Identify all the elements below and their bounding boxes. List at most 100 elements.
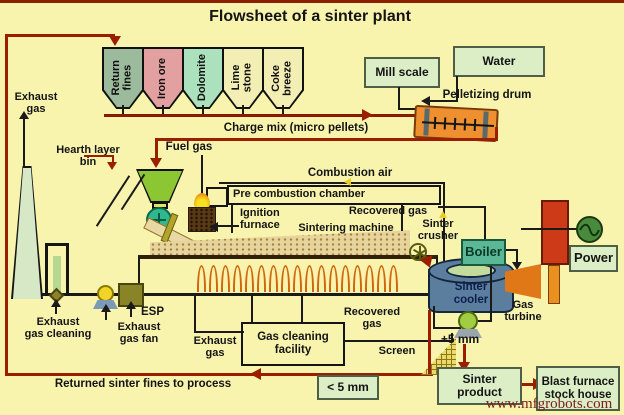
blast-furnace-label: Blast furnace stock house bbox=[541, 375, 615, 401]
pipe-segment bbox=[245, 265, 254, 292]
pipe-segment bbox=[428, 310, 431, 374]
hopper-label: Iron ore bbox=[156, 57, 169, 99]
pipe-segment bbox=[433, 306, 435, 329]
hearth-layer-bin-label: Hearth layer bin bbox=[56, 144, 120, 169]
sinter-cooler-label: Sinter cooler bbox=[453, 281, 489, 306]
hopper-iron-ore: Iron ore bbox=[142, 47, 184, 109]
page-title: Flowsheet of a sinter plant bbox=[209, 8, 411, 25]
returned-fines-label: Returned sinter fines to process bbox=[54, 378, 232, 390]
pipe-segment bbox=[341, 265, 350, 292]
pipe-segment bbox=[155, 141, 158, 159]
recovered-gas-upper-label: Recovered gas bbox=[348, 205, 428, 217]
charge-mix-arrow bbox=[362, 109, 373, 121]
steam-turbine-block bbox=[541, 200, 569, 265]
pipe-segment bbox=[201, 155, 203, 197]
pipe-segment bbox=[197, 265, 206, 292]
pipe-segment bbox=[138, 255, 438, 259]
pipe-segment bbox=[269, 265, 278, 292]
pipe-segment bbox=[430, 100, 458, 102]
exhaust-gas-cleaning-label: Exhaust gas cleaning bbox=[24, 316, 92, 341]
scrubber-upipe bbox=[45, 243, 69, 296]
sinter-product-label: Sinter product bbox=[457, 371, 502, 399]
pipe-segment: Iron ore bbox=[144, 49, 182, 107]
pipe-segment bbox=[438, 206, 486, 208]
pipe-segment bbox=[521, 228, 578, 230]
hearth-bin-arrow bbox=[107, 162, 117, 170]
pipe-segment bbox=[257, 265, 266, 292]
pipe-segment bbox=[104, 114, 416, 117]
hopper-label: Return fines bbox=[110, 60, 134, 96]
sinter-product-box: Sinter product bbox=[437, 367, 522, 405]
exhaust-gas-fan-label: Exhaust gas fan bbox=[117, 321, 161, 346]
pipe-segment bbox=[490, 264, 492, 322]
pipe-segment bbox=[433, 327, 461, 329]
pipe-segment bbox=[495, 127, 498, 141]
pipe-segment bbox=[219, 182, 445, 184]
pipe-segment bbox=[377, 265, 386, 292]
pipe-segment: Coke breeze bbox=[264, 49, 302, 107]
pipe-segment bbox=[398, 87, 400, 110]
hopper-label: Dolomite bbox=[196, 54, 209, 102]
pipe-segment bbox=[242, 105, 244, 116]
pipe-segment bbox=[353, 265, 362, 292]
exhaust-gas-bottom-label: Exhaust gas bbox=[193, 335, 237, 360]
pipe-segment bbox=[329, 265, 338, 292]
gas-turbine-label: Gas turbine bbox=[504, 299, 542, 324]
esp-label: ESP bbox=[141, 306, 165, 318]
fuel-gas-label: Fuel gas bbox=[165, 141, 213, 153]
pipe-segment bbox=[282, 105, 284, 116]
pipe-segment bbox=[301, 295, 303, 322]
pre-combustion-chamber-box bbox=[227, 185, 441, 205]
pipe-segment bbox=[463, 118, 467, 131]
wind-box-flames bbox=[197, 260, 437, 292]
pipe-segment: Return fines bbox=[104, 49, 142, 107]
pipe-segment bbox=[365, 265, 374, 292]
pipe-segment bbox=[451, 333, 453, 342]
pipe-segment bbox=[122, 105, 124, 116]
pipe-segment bbox=[251, 295, 253, 322]
esp-arrow bbox=[126, 301, 136, 309]
boiler-steam-arrow bbox=[512, 262, 522, 270]
flow-marker bbox=[439, 211, 447, 218]
pre-combustion-chamber-label: Pre combustion chamber bbox=[233, 188, 366, 200]
pipe-segment bbox=[484, 206, 486, 241]
generator-sine-icon bbox=[579, 223, 600, 237]
water-label: Water bbox=[482, 53, 516, 68]
recovered-gas-lower-label: Recovered gas bbox=[343, 306, 401, 331]
cleaning-arrow bbox=[51, 299, 61, 307]
fan-arrow bbox=[101, 304, 111, 312]
charge-mix-label: Charge mix (micro pellets) bbox=[223, 122, 369, 134]
gas-cleaning-facility-box: Gas cleaning facility bbox=[241, 322, 345, 366]
hopper-label: Lime stone bbox=[230, 63, 254, 93]
power-label: Power bbox=[573, 250, 613, 266]
cooler-fan bbox=[458, 311, 478, 331]
pipe-segment bbox=[202, 105, 204, 116]
pipe-segment bbox=[516, 249, 518, 263]
generator bbox=[576, 216, 603, 243]
sintering-machine-label: Sintering machine bbox=[298, 222, 394, 234]
pipe-segment bbox=[130, 305, 132, 317]
pipe-segment bbox=[456, 76, 458, 102]
mill-scale-box: Mill scale bbox=[364, 57, 440, 88]
screen-label: Screen bbox=[378, 345, 416, 357]
ignition-flame bbox=[194, 193, 210, 209]
chimney-arrow bbox=[19, 111, 29, 119]
pipe-segment bbox=[433, 116, 437, 129]
pipe-segment bbox=[209, 265, 218, 292]
pipe-segment bbox=[5, 34, 8, 376]
pipe-segment bbox=[138, 257, 140, 295]
water-box: Water bbox=[453, 46, 545, 77]
cooler-fan-base bbox=[454, 329, 482, 338]
watermark: www.mfgrobots.com bbox=[485, 396, 613, 412]
ignition-arrow bbox=[209, 222, 218, 232]
pipe-segment bbox=[522, 383, 536, 386]
pipe-segment bbox=[55, 303, 57, 314]
pipe-segment: Lime stone bbox=[224, 49, 262, 107]
pipe-segment bbox=[579, 223, 600, 237]
drum-inlet-arrow bbox=[421, 96, 430, 106]
feed-hopper-arrow bbox=[150, 158, 162, 168]
pipe-segment bbox=[23, 119, 25, 167]
pipe-segment bbox=[305, 265, 314, 292]
mill-scale-label: Mill scale bbox=[375, 64, 429, 79]
pipe-segment bbox=[217, 225, 239, 227]
